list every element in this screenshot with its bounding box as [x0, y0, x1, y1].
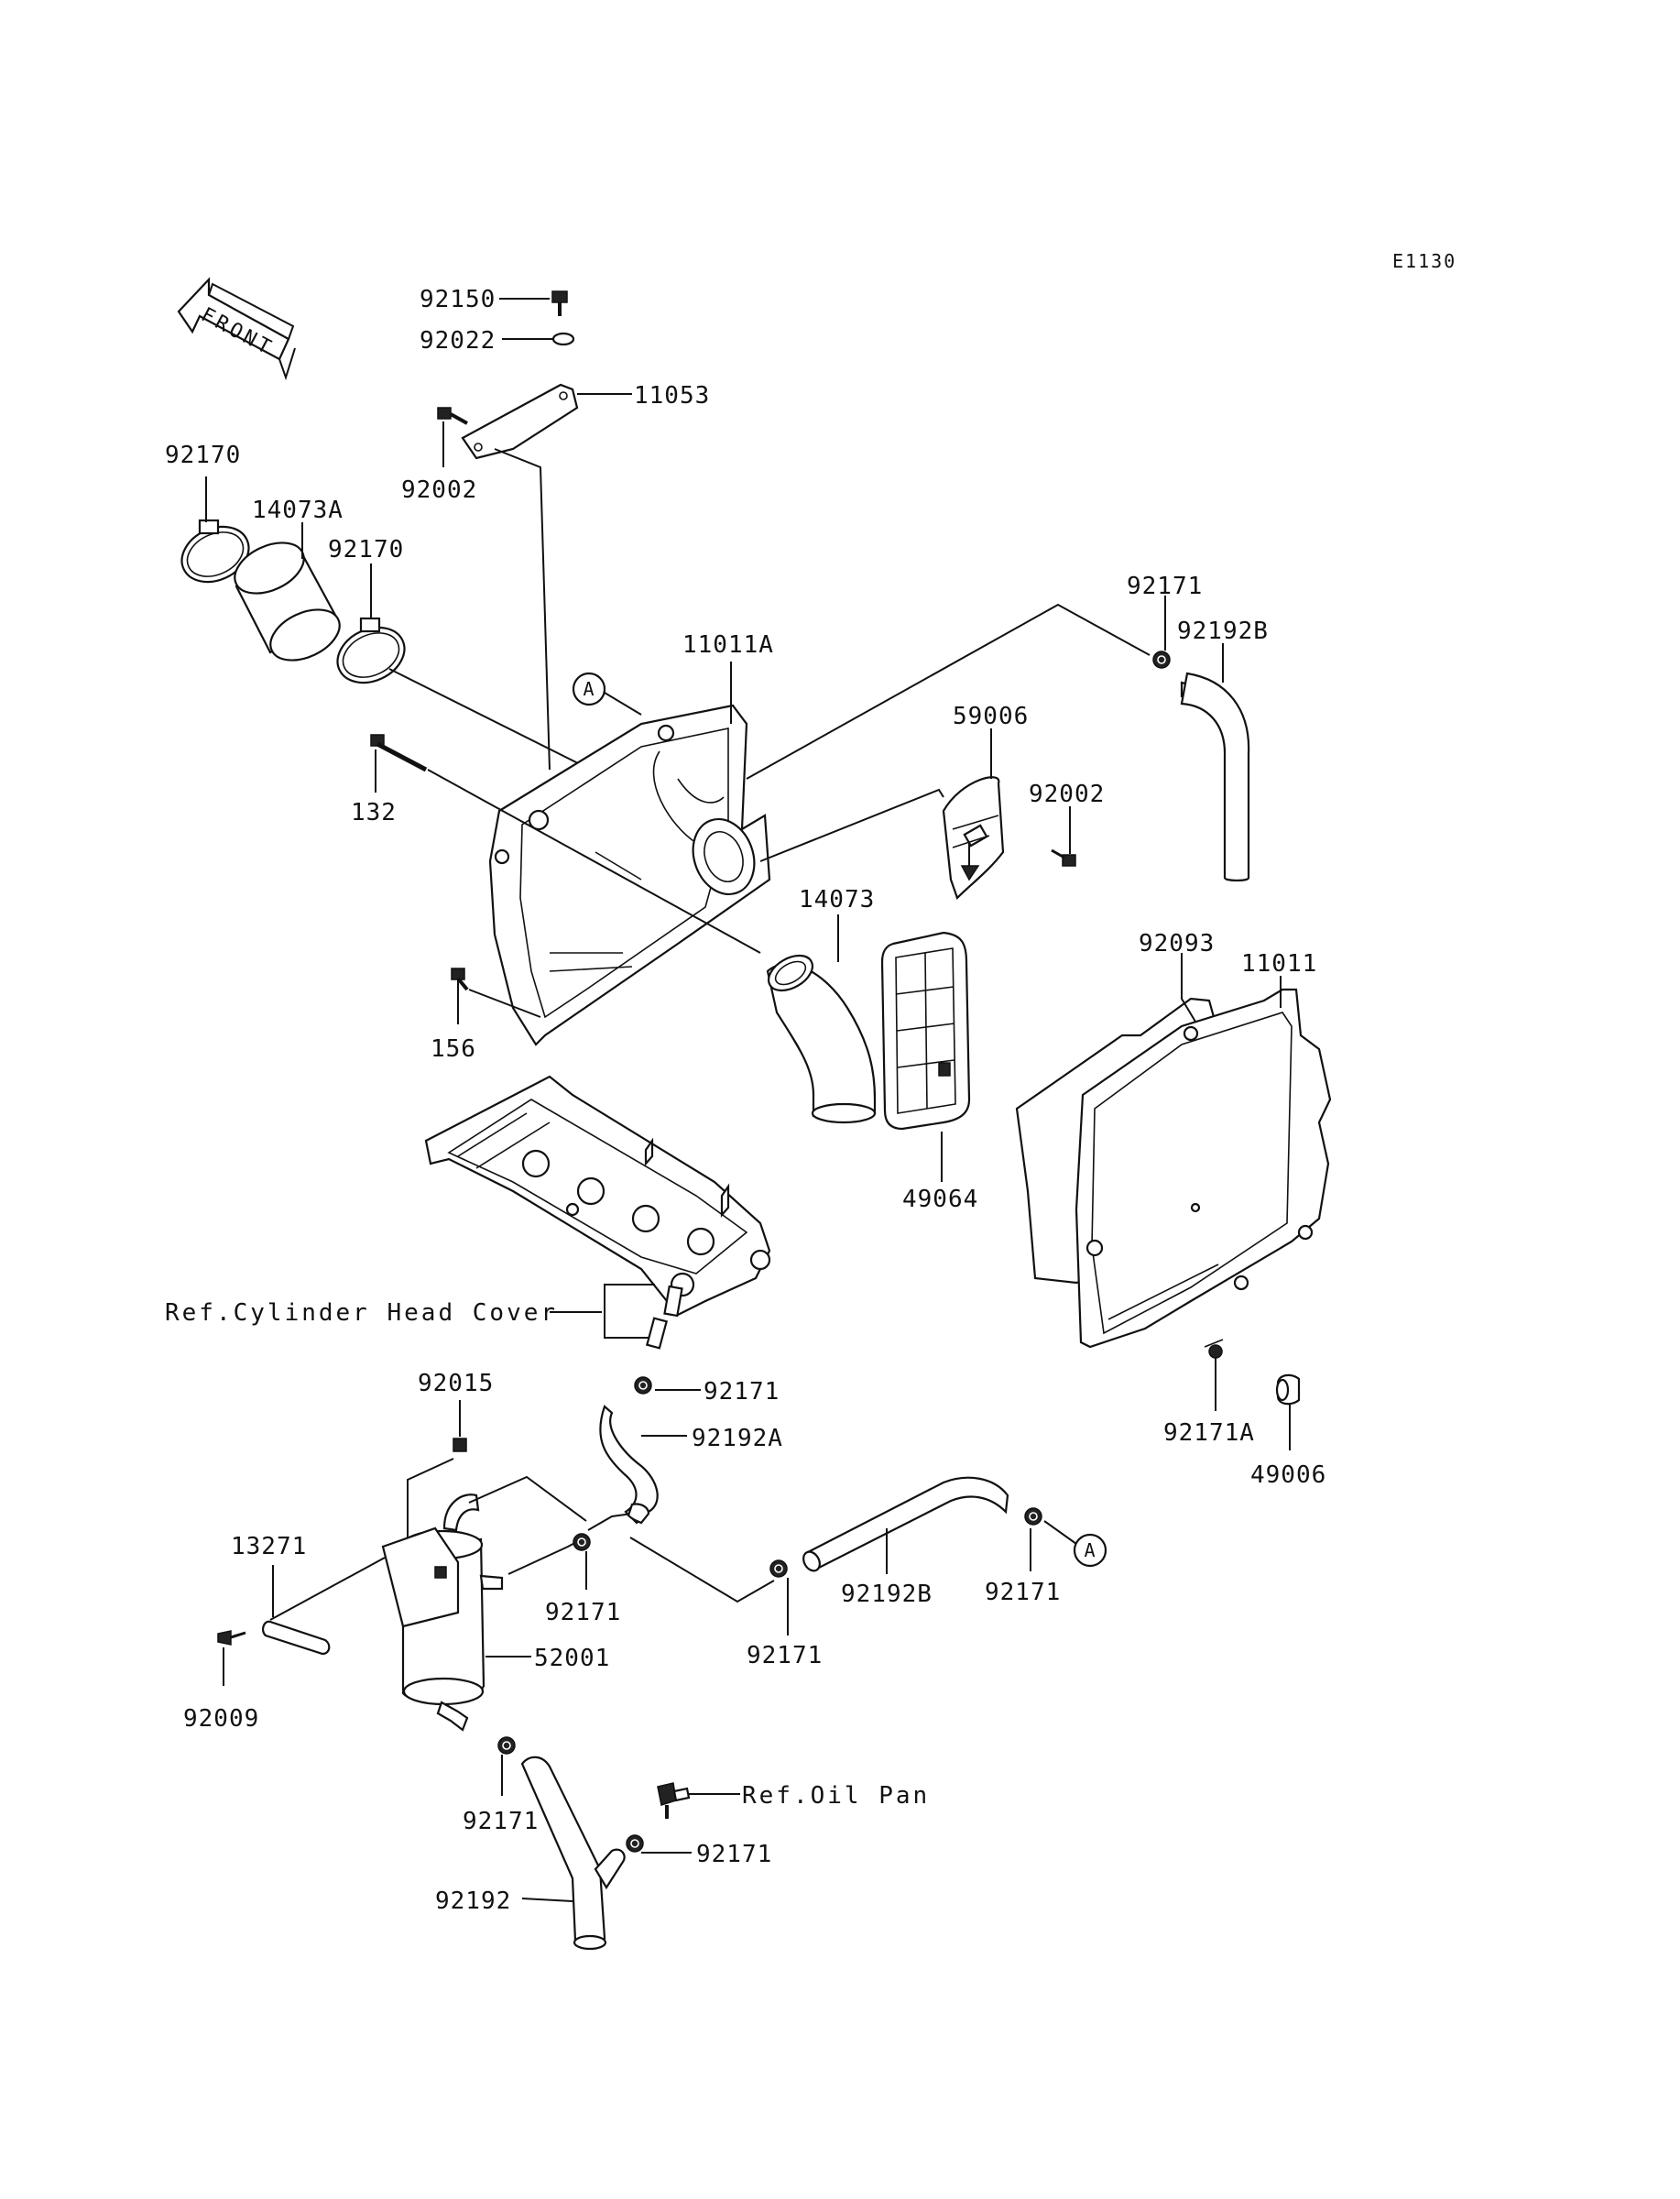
label-11053: 11053 [634, 382, 710, 410]
guide-line-lower [629, 1537, 775, 1603]
label-92002-right: 92002 [1029, 781, 1105, 808]
bolt-156 [451, 968, 469, 991]
clip-92171-tank [573, 1533, 591, 1551]
label-92009: 92009 [183, 1705, 259, 1733]
front-arrow-icon: FRONT [177, 277, 296, 381]
guide-line-bracket [494, 448, 551, 771]
clip-92171-low-mid [769, 1559, 788, 1578]
label-92015: 92015 [418, 1370, 494, 1397]
label-92171-low-mid: 92171 [747, 1642, 823, 1669]
label-49006: 49006 [1250, 1461, 1326, 1489]
label-92192B-low: 92192B [841, 1581, 933, 1608]
clip-92171-mid [634, 1317, 668, 1395]
label-11011A: 11011A [682, 631, 774, 659]
hose-stub [627, 1503, 650, 1525]
bolt-92150 [551, 290, 568, 316]
clamp-92170-a [180, 519, 250, 584]
label-14073A: 14073A [252, 497, 344, 524]
bracket-11053 [461, 383, 579, 460]
callout-a-low-letter: A [1084, 1539, 1096, 1561]
clip-92171A [1204, 1339, 1224, 1359]
label-92171-tank: 92171 [545, 1599, 621, 1626]
label-132: 132 [351, 799, 397, 826]
guide-line-a-low [1043, 1520, 1077, 1545]
hose-92192B-top [1180, 672, 1250, 882]
label-92192: 92192 [435, 1887, 511, 1915]
bolt-132 [370, 734, 428, 772]
hose-92192A [599, 1405, 659, 1525]
catch-tank-52001 [381, 1493, 504, 1732]
guide-line-132 [427, 769, 761, 954]
leader-92192 [521, 1898, 573, 1902]
clamp-92170-b [336, 617, 406, 684]
label-92171A: 92171A [1163, 1419, 1255, 1447]
guide-line-breather [746, 603, 1151, 780]
air-box-cover-11011A [488, 704, 771, 1046]
clip-92171-oilpan [626, 1834, 644, 1853]
cylinder-head-cover [424, 1075, 771, 1318]
label-92171-bottom: 92171 [463, 1808, 539, 1835]
callout-a-low: A [1073, 1533, 1107, 1568]
callout-a-top-letter: A [583, 678, 595, 700]
label-92093: 92093 [1139, 930, 1215, 957]
hose-92192 [520, 1756, 626, 1951]
label-11011: 11011 [1241, 950, 1317, 978]
label-92171-low-right: 92171 [985, 1579, 1061, 1606]
guide-line-92015 [407, 1458, 454, 1539]
guide-line-tank-hose [587, 1513, 633, 1531]
label-92192B-top: 92192B [1177, 618, 1269, 645]
bolt-92002-right [1051, 848, 1076, 867]
callout-a-top: A [572, 672, 642, 716]
clip-92171-low-right [1024, 1507, 1042, 1526]
label-49064: 49064 [902, 1186, 978, 1213]
label-92002-top: 92002 [401, 476, 477, 504]
guide-line-tank-top [468, 1475, 587, 1522]
label-92170-a: 92170 [165, 442, 241, 469]
duct-14073A [234, 542, 341, 662]
label-92022: 92022 [420, 327, 496, 355]
clip-92171-top [1152, 651, 1171, 669]
guide-line-59006 [759, 788, 944, 862]
guide-line-156 [468, 989, 541, 1018]
label-13271: 13271 [231, 1533, 307, 1560]
washer-92022 [551, 332, 575, 346]
guide-line-tank-side [507, 1538, 583, 1575]
ref-cylinder-head-cover: Ref.Cylinder Head Cover [165, 1299, 558, 1327]
label-92171-oilpan: 92171 [696, 1841, 772, 1868]
bracket-13271 [262, 1620, 331, 1656]
bracket-ref-cylinder-head [604, 1284, 655, 1339]
label-59006: 59006 [953, 703, 1029, 730]
screw-92009 [217, 1630, 246, 1646]
clip-92171-bottom [497, 1736, 516, 1755]
filter-element-49064 [880, 931, 971, 1131]
fitting-ref-oil-pan [657, 1782, 691, 1819]
label-156: 156 [431, 1035, 476, 1063]
elbow-duct-14073 [766, 954, 877, 1124]
label-92192A: 92192A [692, 1425, 783, 1452]
label-92171-mid: 92171 [704, 1378, 780, 1406]
label-92171-top: 92171 [1127, 573, 1203, 600]
label-92150: 92150 [420, 286, 496, 313]
label-14073: 14073 [799, 886, 875, 914]
plate-59006 [942, 776, 1005, 901]
guide-line-clamp [388, 668, 583, 766]
hose-92192B-low [802, 1476, 1009, 1572]
nut-92015 [453, 1438, 467, 1452]
label-92170-b: 92170 [328, 536, 404, 563]
cap-49006 [1275, 1373, 1301, 1406]
guide-line-13271 [269, 1557, 386, 1621]
diagram-code: E1130 [1392, 250, 1456, 272]
ref-oil-pan: Ref.Oil Pan [742, 1782, 930, 1810]
label-52001: 52001 [534, 1645, 610, 1672]
bolt-92002-top [437, 407, 468, 425]
air-box-11011 [1075, 988, 1332, 1349]
